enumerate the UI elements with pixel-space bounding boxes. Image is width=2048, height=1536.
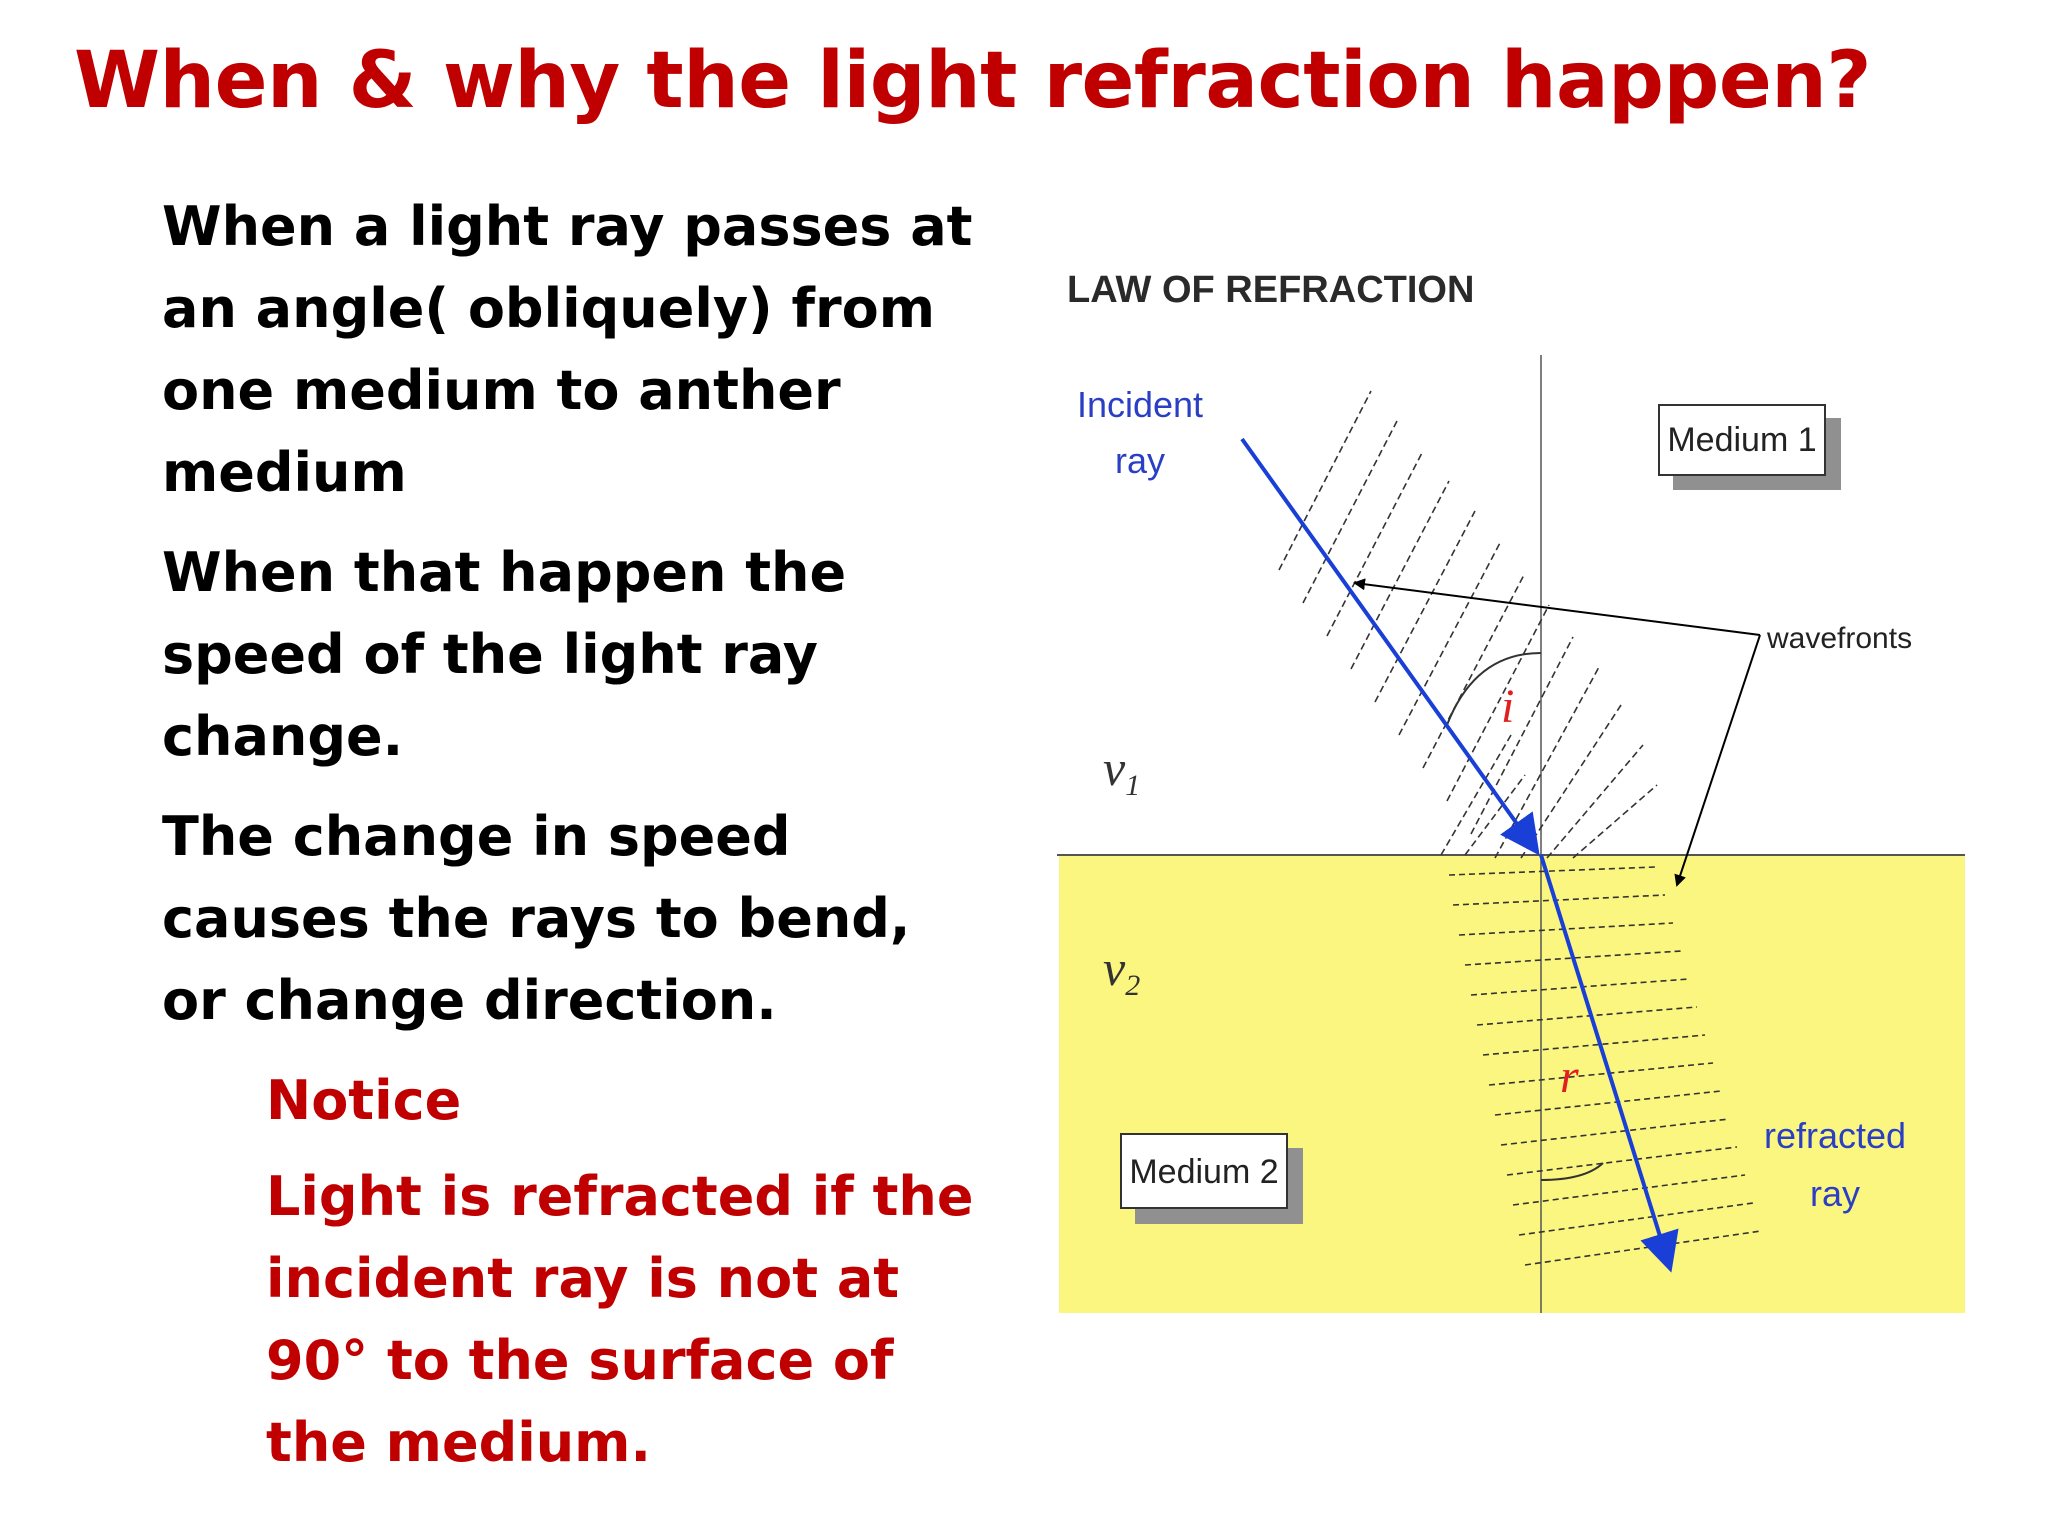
v2-label: v2 (1103, 940, 1140, 1002)
v1-label: v1 (1103, 740, 1140, 802)
angle-r-label: r (1560, 1050, 1579, 1103)
wavefronts-pointer-upper (1353, 578, 1761, 636)
slide-title: When & why the light refraction happen? (74, 36, 1872, 126)
notice-block: Notice Light is refracted if the inciden… (266, 1060, 982, 1484)
medium2-box (1120, 1133, 1288, 1209)
incident-angle-arc (1446, 652, 1542, 726)
wavefronts-label: wavefronts (1766, 622, 1912, 655)
refracted-ray-label-line2: ray (1810, 1173, 1860, 1214)
refracted-ray-label-line1: refracted (1764, 1115, 1906, 1156)
refracted-angle-arc (1540, 1162, 1604, 1181)
medium1-label: Medium 1 (1667, 421, 1816, 459)
incident-ray (1240, 437, 1540, 856)
paragraph-bending: The change in speed causes the rays to b… (162, 805, 911, 1032)
notice-text: Light is refracted if the incident ray i… (266, 1165, 974, 1474)
refracted-wavefronts (1448, 866, 1762, 1266)
incident-wavefronts (1278, 390, 1658, 859)
medium1-box (1658, 404, 1826, 476)
refracted-ray (1539, 854, 1679, 1273)
medium2-label: Medium 2 (1129, 1153, 1278, 1191)
body-text: When a light ray passes at an angle( obl… (162, 186, 982, 1484)
notice-title: Notice (266, 1069, 462, 1132)
wavefronts-pointer-lower (1674, 634, 1761, 887)
paragraph-oblique-passage: When a light ray passes at an angle( obl… (162, 195, 973, 504)
incident-ray-label-line1: Incident (1077, 384, 1203, 425)
diagram-title: LAW OF REFRACTION (1067, 269, 1474, 311)
angle-i-label: i (1501, 680, 1514, 733)
medium2-region (1059, 855, 1965, 1313)
incident-ray-label-line2: ray (1115, 440, 1165, 481)
paragraph-speed-change: When that happen the speed of the light … (162, 541, 847, 768)
refraction-diagram: Medium 1 Medium 2 LAW OF REFRACTION Inci… (1055, 255, 1975, 1325)
